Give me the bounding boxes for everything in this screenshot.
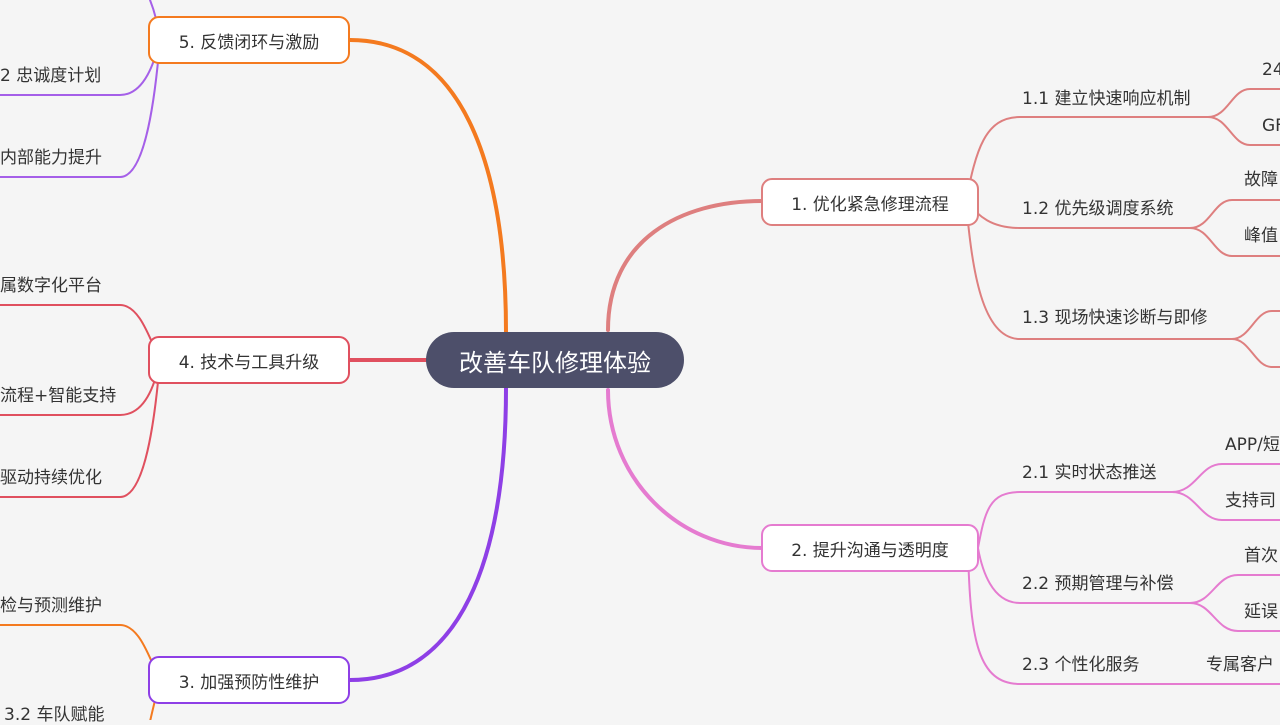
connector-b1-c2-l2: [1189, 227, 1280, 257]
connector-b2-c1-l2: [1171, 491, 1280, 521]
b4-child-3[interactable]: 驱动持续优化: [0, 468, 102, 488]
b2-c2-leaf-2[interactable]: 延误: [1244, 602, 1278, 622]
b1-child-1[interactable]: 1.1 建立快速响应机制: [1022, 89, 1191, 109]
b1-c2-leaf-2[interactable]: 峰值: [1244, 226, 1278, 246]
b2-c2-leaf-1[interactable]: 首次: [1244, 546, 1278, 566]
branch-node-5[interactable]: 5. 反馈闭环与激励: [148, 16, 350, 64]
connector-b2-c2-l2: [1189, 602, 1280, 632]
connector-b2-c3: [967, 547, 1280, 685]
connector-b2-c2-l1: [1189, 574, 1280, 604]
connector-b1-c3-l2: [1231, 338, 1280, 368]
b2-c1-leaf-2[interactable]: 支持司: [1225, 491, 1276, 511]
connector-b1-c3-l1: [1231, 310, 1280, 340]
root-node[interactable]: 改善车队修理体验: [426, 332, 684, 388]
b1-c1-leaf-2[interactable]: GF: [1262, 116, 1280, 136]
b3-child-1[interactable]: 检与预测维护: [0, 596, 102, 616]
b1-child-2[interactable]: 1.2 优先级调度系统: [1022, 199, 1174, 219]
b2-c3-leaf-1[interactable]: 专属客户: [1206, 655, 1274, 675]
branch-node-2[interactable]: 2. 提升沟通与透明度: [761, 524, 979, 572]
b4-child-1[interactable]: 属数字化平台: [0, 276, 102, 296]
connector-b3-c1: [0, 624, 161, 681]
branch-node-1[interactable]: 1. 优化紧急修理流程: [761, 178, 979, 226]
connector-b2-c1: [977, 491, 1173, 549]
b5-child-3[interactable]: 内部能力提升: [0, 148, 102, 168]
connector-b2-c2: [977, 547, 1191, 604]
b4-child-2[interactable]: 流程+智能支持: [0, 386, 117, 406]
connector-b2-c1-l1: [1171, 463, 1280, 493]
b1-child-3[interactable]: 1.3 现场快速诊断与即修: [1022, 308, 1208, 328]
branch-node-4[interactable]: 4. 技术与工具升级: [148, 336, 350, 384]
connector-root-b1: [606, 199, 764, 332]
b2-child-1[interactable]: 2.1 实时状态推送: [1022, 463, 1157, 483]
b1-c1-leaf-1[interactable]: 24: [1262, 60, 1280, 80]
connector-b1-c1: [965, 116, 1209, 202]
b2-c1-leaf-1[interactable]: APP/短: [1225, 435, 1280, 455]
branch-node-3[interactable]: 3. 加强预防性维护: [148, 656, 350, 704]
connector-b4-c1: [0, 304, 161, 361]
connector-b1-c3: [965, 200, 1233, 340]
connector-root-b3: [348, 386, 508, 682]
connector-root-b2: [606, 388, 764, 550]
connector-b1-c2-l1: [1189, 199, 1280, 229]
connector-b1-c1-l1: [1207, 88, 1280, 118]
b5-child-2[interactable]: 2 忠诚度计划: [0, 66, 102, 86]
b1-c2-leaf-1[interactable]: 故障: [1244, 170, 1278, 190]
connector-b1-c1-l2: [1207, 116, 1280, 146]
b3-child-2[interactable]: 3.2 车队赋能: [4, 705, 105, 725]
b2-child-2[interactable]: 2.2 预期管理与补偿: [1022, 574, 1174, 594]
b2-child-3[interactable]: 2.3 个性化服务: [1022, 655, 1140, 675]
connector-root-b5: [348, 38, 508, 334]
